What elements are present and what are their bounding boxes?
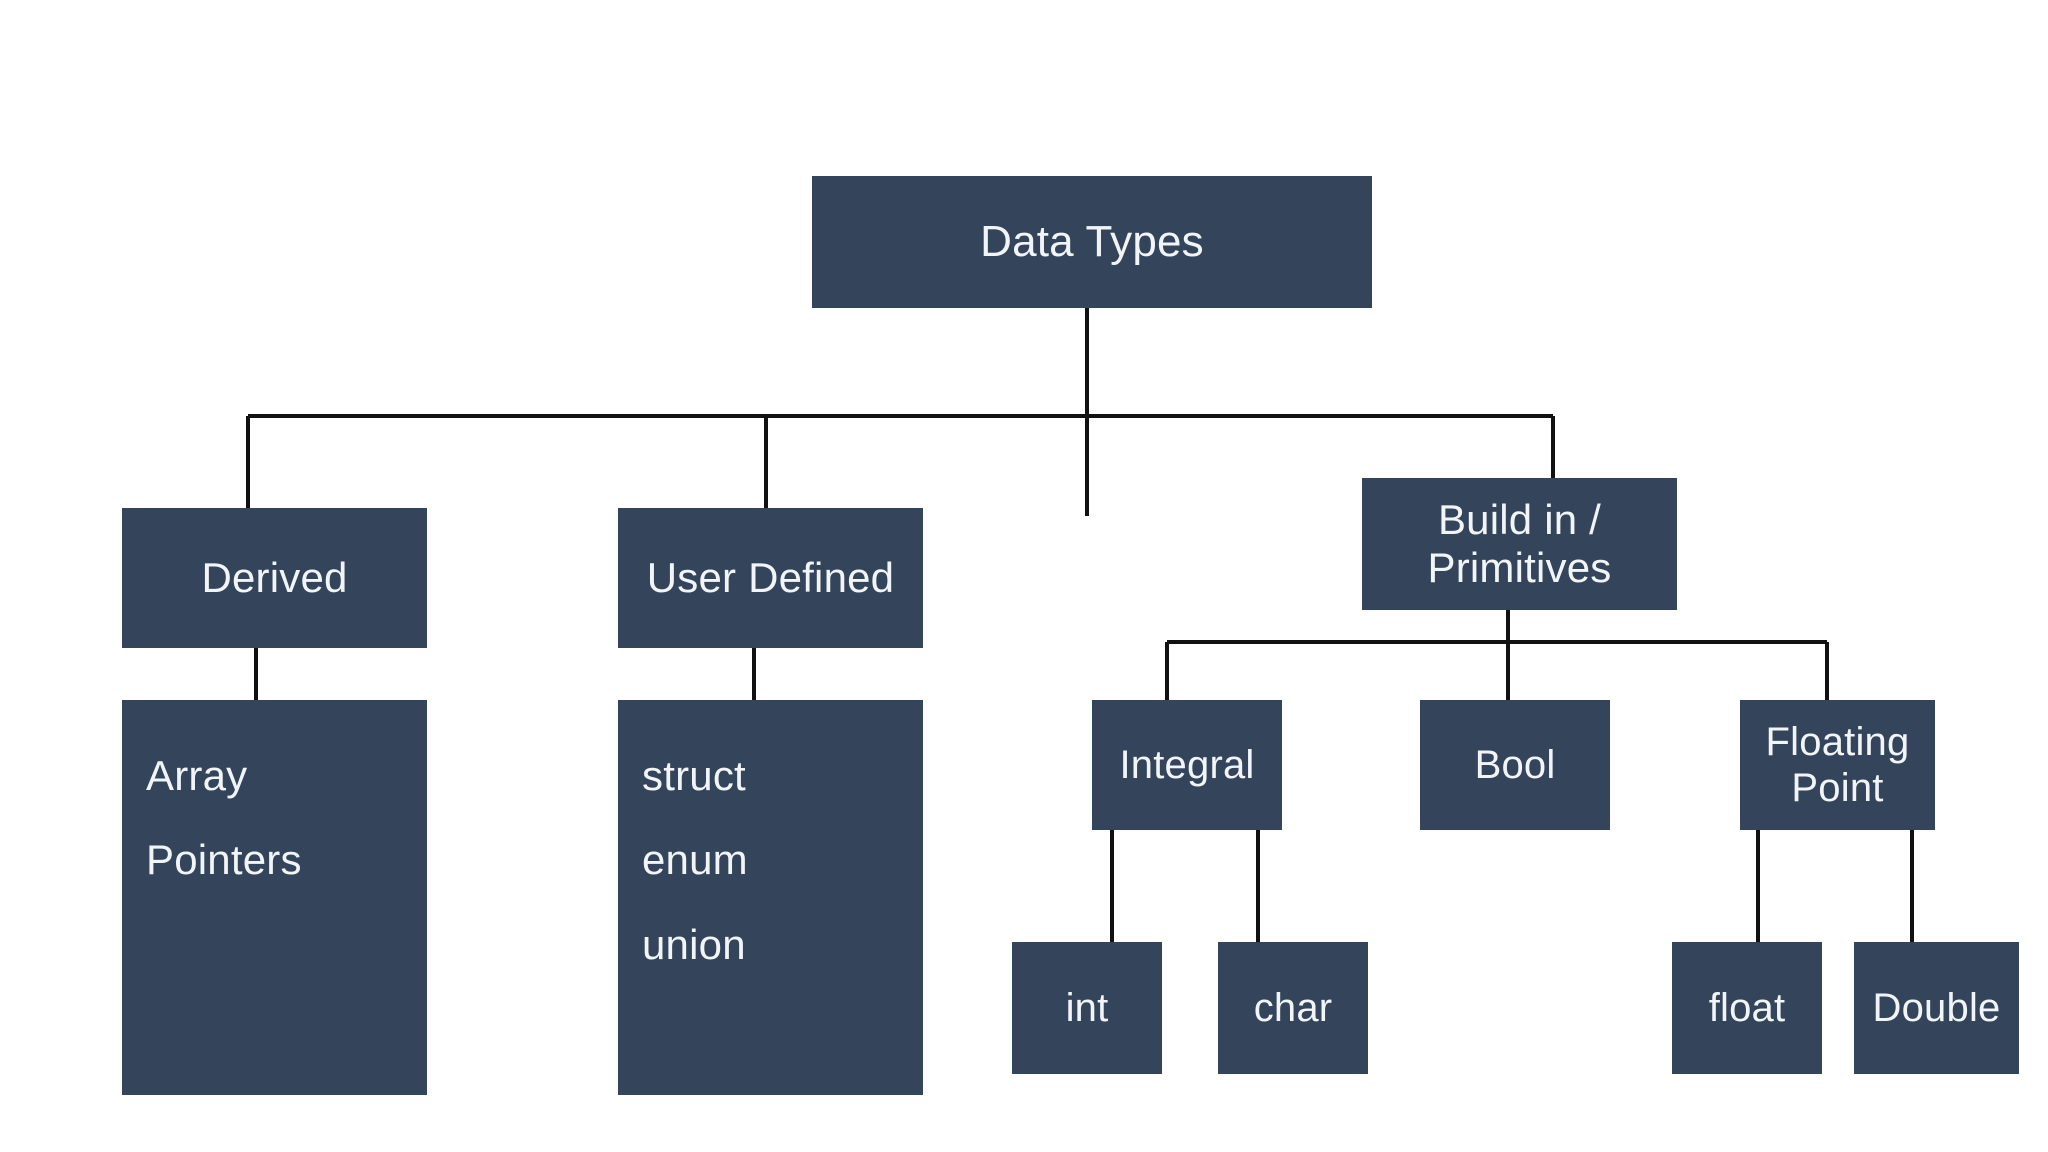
node-user-defined[interactable]: User Defined [618, 508, 923, 648]
node-integral[interactable]: Integral [1092, 700, 1282, 830]
node-derived-label: Derived [201, 553, 348, 601]
node-char-label: char [1253, 986, 1333, 1030]
node-floating-point[interactable]: Floating Point [1740, 700, 1935, 830]
node-user-defined-members[interactable]: struct enum union [618, 700, 923, 1095]
node-char[interactable]: char [1218, 942, 1368, 1074]
node-derived-members-item: Pointers [146, 836, 302, 884]
node-int[interactable]: int [1012, 942, 1162, 1074]
node-int-label: int [1065, 986, 1109, 1030]
node-bool[interactable]: Bool [1420, 700, 1610, 830]
node-double-label: Double [1872, 986, 2001, 1030]
node-user-defined-members-item: union [642, 920, 746, 968]
node-float[interactable]: float [1672, 942, 1822, 1074]
node-derived[interactable]: Derived [122, 508, 427, 648]
node-float-label: float [1708, 986, 1786, 1030]
node-derived-members-item: Array [146, 752, 248, 799]
node-user-defined-members-item: struct [642, 752, 746, 799]
node-built-in-label: Build in / Primitives [1427, 495, 1612, 591]
node-integral-label: Integral [1119, 743, 1255, 787]
node-double[interactable]: Double [1854, 942, 2019, 1074]
node-user-defined-members-item: enum [642, 836, 748, 884]
node-bool-label: Bool [1474, 743, 1556, 787]
node-built-in[interactable]: Build in / Primitives [1362, 478, 1677, 610]
node-root[interactable]: Data Types [812, 176, 1372, 308]
node-root-label: Data Types [980, 216, 1204, 266]
node-user-defined-label: User Defined [646, 553, 895, 601]
node-floating-point-label: Floating Point [1765, 720, 1910, 810]
